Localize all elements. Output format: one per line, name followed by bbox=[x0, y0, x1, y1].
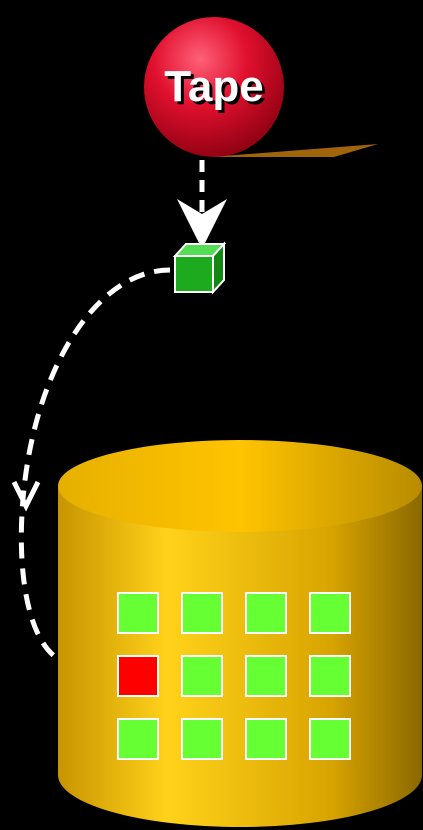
disk-cell bbox=[245, 655, 287, 697]
disk-cell bbox=[181, 592, 223, 634]
data-block-cube bbox=[172, 241, 227, 295]
disk-top bbox=[58, 440, 422, 532]
disk-cell bbox=[245, 592, 287, 634]
disk-cell-highlighted bbox=[117, 655, 159, 697]
disk-cell bbox=[245, 718, 287, 760]
tape-strip bbox=[210, 144, 378, 157]
tape-label: Tape bbox=[164, 62, 263, 111]
disk-cell bbox=[309, 718, 351, 760]
mid-arrow-chevron bbox=[11, 480, 41, 512]
cube-front-face bbox=[174, 255, 214, 293]
disk-cell bbox=[309, 592, 351, 634]
disk-cell bbox=[117, 718, 159, 760]
disk-body bbox=[58, 486, 422, 827]
tape-circle bbox=[144, 17, 284, 157]
disk-cell bbox=[181, 718, 223, 760]
disk-cell bbox=[181, 655, 223, 697]
disk-cell bbox=[117, 592, 159, 634]
disk-cell-grid bbox=[117, 592, 351, 760]
disk-cell bbox=[309, 655, 351, 697]
disk-cylinder bbox=[58, 440, 422, 827]
tape-label-shadow: Tape bbox=[167, 65, 266, 114]
tape-reel: Tape Tape bbox=[144, 17, 378, 157]
